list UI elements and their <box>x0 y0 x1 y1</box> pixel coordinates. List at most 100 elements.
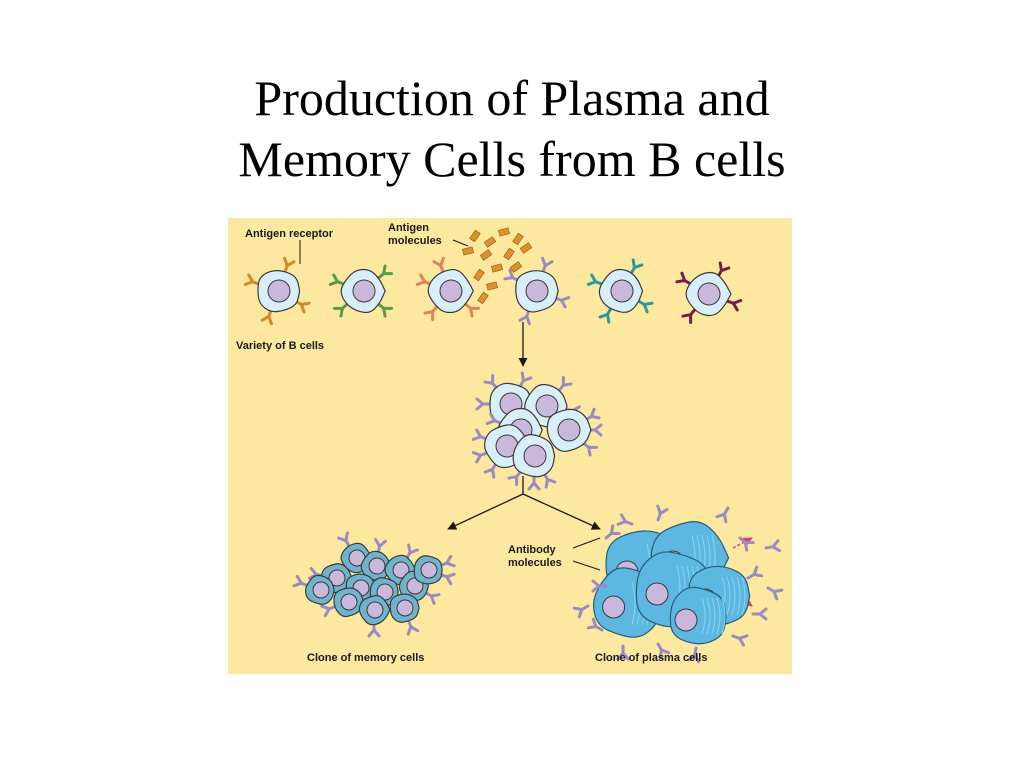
memory-cell-11 <box>389 593 420 636</box>
figure-drawing <box>243 227 784 664</box>
antigen-molecule <box>473 268 485 282</box>
memory-cell-9 <box>320 587 365 618</box>
antibody-leader-line-2 <box>572 560 601 571</box>
antigen-molecule <box>491 263 503 273</box>
receptor <box>376 302 393 318</box>
proliferating-cell-6 <box>507 434 557 491</box>
antibody-molecule <box>604 524 621 540</box>
nucleus <box>267 279 291 303</box>
b-cell-6 <box>675 261 743 324</box>
slide-title: Production of Plasma and Memory Cells fr… <box>0 68 1024 190</box>
clone-of-memory-cells-label: Clone of memory cells <box>307 652 425 664</box>
nucleus <box>340 593 358 611</box>
receptor <box>283 256 296 274</box>
antigen-molecule <box>503 247 515 261</box>
antibody-molecule <box>616 513 634 526</box>
proliferating-cell-5 <box>471 424 531 479</box>
antibody-molecule <box>751 607 768 621</box>
memory-cell-12 <box>292 574 335 605</box>
antigen-molecule <box>477 291 489 305</box>
antigen-molecules-label-2: molecules <box>388 235 442 247</box>
clone-of-plasma-cells-label: Clone of plasma cells <box>595 652 708 664</box>
antigen-molecule <box>519 242 533 254</box>
receptor <box>376 264 393 280</box>
nucleus <box>525 279 549 303</box>
receptor <box>423 304 439 321</box>
memory-cell-10 <box>358 594 391 638</box>
memory-cell-8 <box>413 554 456 586</box>
antibody-molecule <box>687 646 701 664</box>
nucleus <box>645 582 669 606</box>
receptor <box>471 451 489 464</box>
b-cell-5 <box>586 258 654 324</box>
clonal-selection-figure: Antigen receptor Antigen molecules Varie… <box>228 218 792 674</box>
memory-branch-arrow <box>447 493 524 530</box>
antibody-molecule <box>616 644 630 661</box>
receptor <box>475 397 492 411</box>
nucleus <box>352 279 376 303</box>
endoplasmic-reticulum <box>711 597 716 635</box>
antibody-molecule <box>656 504 669 522</box>
receptor <box>725 299 743 312</box>
antigen-molecule <box>469 229 481 243</box>
antigen-molecule <box>486 281 498 291</box>
receptor <box>527 474 541 491</box>
endoplasmic-reticulum <box>726 576 731 616</box>
nucleus <box>366 601 384 619</box>
antibody-molecules-label-1: Antibody <box>508 544 556 556</box>
title-line-1: Production of Plasma and <box>254 70 770 126</box>
endoplasmic-reticulum <box>721 597 726 635</box>
receptor <box>636 299 654 314</box>
receptor <box>518 371 533 389</box>
receptor <box>557 376 573 393</box>
antibody-molecule <box>656 642 671 660</box>
nucleus <box>523 444 547 468</box>
antigen-molecules-label-1: Antigen <box>388 222 429 234</box>
proliferating-cell-4 <box>546 407 603 457</box>
endoplasmic-reticulum <box>716 597 721 635</box>
b-cell-3 <box>415 256 480 321</box>
receptor <box>333 302 350 318</box>
endoplasmic-reticulum <box>736 576 741 616</box>
variety-of-b-cells-label: Variety of B cells <box>236 340 325 352</box>
plasma-cell-6 <box>669 586 727 645</box>
plasma-branch-arrow <box>522 493 601 530</box>
memory-cell-2 <box>360 538 392 582</box>
antigen-molecule <box>479 249 493 261</box>
antibody-molecule <box>738 536 755 552</box>
b-cell-4 <box>503 256 571 326</box>
antibody-leader-line-1 <box>572 537 601 549</box>
antibody-molecule <box>715 506 730 524</box>
receptor <box>681 307 697 324</box>
nucleus <box>535 394 559 418</box>
endoplasmic-reticulum <box>631 581 636 625</box>
antibody-molecule <box>766 586 784 601</box>
nucleus <box>610 279 634 303</box>
nucleus <box>420 561 438 579</box>
antibody-molecule <box>572 604 590 619</box>
antigen-molecule <box>483 236 497 248</box>
b-cell-2 <box>328 264 393 318</box>
nucleus <box>602 595 626 619</box>
receptor <box>432 256 445 274</box>
antibody-molecule <box>731 634 749 647</box>
antibody-molecule <box>764 539 782 553</box>
nucleus <box>328 569 346 587</box>
endoplasmic-reticulum <box>701 597 706 635</box>
antibody-molecules-label-2: molecules <box>508 557 562 569</box>
antibody-molecule <box>591 579 608 593</box>
nucleus <box>392 561 410 579</box>
antigen-molecule <box>462 246 474 256</box>
receptor <box>463 302 480 318</box>
antigen-molecule <box>498 227 510 237</box>
antibody-molecule <box>746 565 764 580</box>
title-line-2: Memory Cells from B cells <box>238 131 786 187</box>
nucleus <box>557 418 581 442</box>
nucleus <box>697 282 721 306</box>
secretion-arrow <box>732 537 753 549</box>
antigen-receptor-label: Antigen receptor <box>245 228 334 240</box>
endoplasmic-reticulum <box>706 597 711 635</box>
antigen-molecule <box>512 232 524 246</box>
nucleus <box>674 608 698 632</box>
nucleus <box>368 557 386 575</box>
